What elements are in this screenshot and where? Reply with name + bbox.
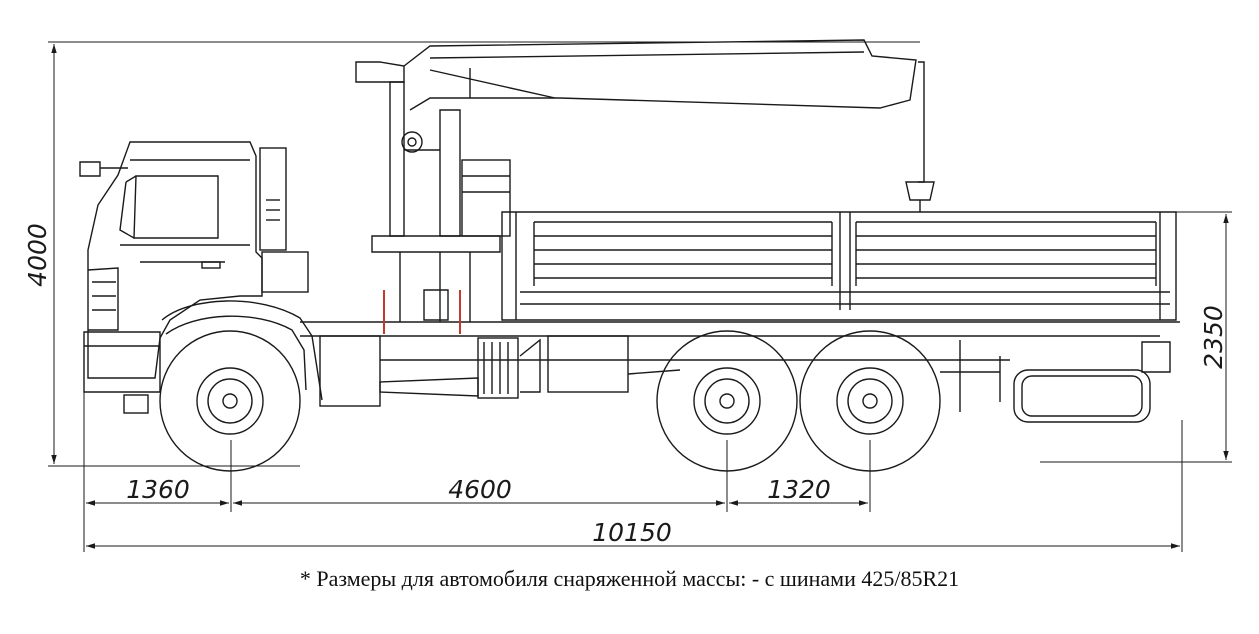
dim-wheelbase-rear: 1320 (767, 475, 831, 504)
cargo-body (501, 211, 1177, 321)
dim-overall-length: 10150 (592, 518, 672, 547)
spare-wheel (1013, 341, 1171, 423)
dim-deck-height: 2350 (1199, 305, 1228, 369)
crane (355, 39, 935, 330)
truck-outline (79, 39, 1180, 472)
dim-wheelbase-front: 4600 (448, 475, 512, 504)
dimension-lines (48, 41, 1232, 552)
rear-wheel-2 (799, 330, 941, 472)
footnote-caption: * Размеры для автомобиля снаряженной мас… (299, 566, 960, 591)
hydraulic-cylinders (383, 290, 461, 334)
front-fender (161, 300, 323, 401)
cab (79, 141, 263, 414)
front-wheel (159, 330, 301, 472)
exhaust-stack (259, 147, 309, 293)
frame (300, 321, 1180, 412)
rear-wheel-1 (656, 330, 798, 472)
dim-front-overhang: 1360 (126, 475, 190, 504)
dim-overall-height: 4000 (23, 223, 52, 287)
